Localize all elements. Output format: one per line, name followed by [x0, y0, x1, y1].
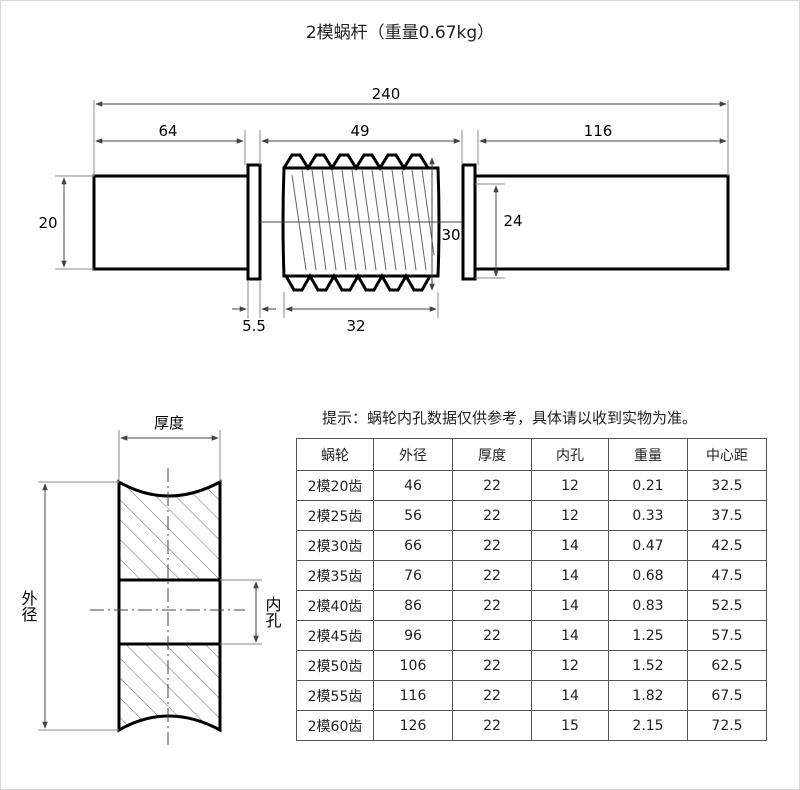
dim-shaft-dia-label: 20 [38, 214, 57, 232]
cell-thickness: 22 [452, 710, 532, 741]
table-row: 2模40齿 86 22 14 0.83 52.5 [296, 590, 767, 621]
dim-total-label: 240 [372, 85, 401, 103]
dim-middle-label: 49 [350, 122, 369, 140]
cell-thickness: 22 [452, 680, 532, 711]
cell-center-distance: 62.5 [687, 650, 767, 681]
cell-model: 2模55齿 [296, 680, 374, 711]
table-row: 2模35齿 76 22 14 0.68 47.5 [296, 560, 767, 591]
dim-root-dia-label: 24 [503, 212, 522, 230]
cell-weight: 1.25 [608, 620, 688, 651]
bore-label: 内孔 [263, 596, 282, 629]
worm-left-shaft [92, 174, 250, 271]
table-row: 2模45齿 96 22 14 1.25 57.5 [296, 620, 767, 651]
cell-outer-dia: 76 [373, 560, 453, 591]
cell-thickness: 22 [452, 620, 532, 651]
cell-weight: 0.83 [608, 590, 688, 621]
table-row: 2模30齿 66 22 14 0.47 42.5 [296, 530, 767, 561]
cell-model: 2模45齿 [296, 620, 374, 651]
cell-outer-dia: 66 [373, 530, 453, 561]
cell-center-distance: 67.5 [687, 680, 767, 711]
worm-drawing: 240 64 49 116 20 30 24 5.5 32 [38, 85, 730, 335]
cell-weight: 0.68 [608, 560, 688, 591]
cell-weight: 0.33 [608, 500, 688, 531]
page-title: 2模蜗杆（重量0.67kg） [305, 23, 495, 43]
cell-outer-dia: 126 [373, 710, 453, 741]
cell-outer-dia: 116 [373, 680, 453, 711]
cell-weight: 0.21 [608, 470, 688, 501]
cell-model: 2模35齿 [296, 560, 374, 591]
cell-weight: 1.52 [608, 650, 688, 681]
cell-bore: 14 [531, 680, 609, 711]
header-center-distance: 中心距 [687, 438, 767, 471]
cell-thickness: 22 [452, 470, 532, 501]
table-row: 2模20齿 46 22 12 0.21 32.5 [296, 470, 767, 501]
reference-note: 提示：蜗轮内孔数据仅供参考，具体请以收到实物为准。 [322, 409, 698, 427]
worm-wheel-spec-table: 蜗轮 外径 厚度 内孔 重量 中心距 2模20齿 46 22 12 0.21 3… [296, 438, 767, 741]
cell-bore: 15 [531, 710, 609, 741]
cell-center-distance: 42.5 [687, 530, 767, 561]
dim-left-label: 64 [158, 122, 177, 140]
cell-model: 2模25齿 [296, 500, 374, 531]
dim-outer-dia-label: 30 [441, 226, 460, 244]
table-row: 2模25齿 56 22 12 0.33 37.5 [296, 500, 767, 531]
cell-weight: 1.82 [608, 680, 688, 711]
cell-center-distance: 47.5 [687, 560, 767, 591]
cell-thickness: 22 [452, 650, 532, 681]
wheel-section [117, 479, 222, 733]
cell-outer-dia: 96 [373, 620, 453, 651]
cell-thickness: 22 [452, 500, 532, 531]
cell-center-distance: 57.5 [687, 620, 767, 651]
cell-center-distance: 72.5 [687, 710, 767, 741]
cell-weight: 2.15 [608, 710, 688, 741]
cell-outer-dia: 56 [373, 500, 453, 531]
cell-model: 2模40齿 [296, 590, 374, 621]
worm-right-shaft [468, 174, 730, 271]
header-outer-dia: 外径 [373, 438, 453, 471]
thickness-label: 厚度 [154, 414, 184, 432]
worm-right-collar [461, 163, 477, 281]
header-worm-wheel: 蜗轮 [296, 438, 374, 471]
table-row: 2模50齿 106 22 12 1.52 62.5 [296, 650, 767, 681]
table-row: 2模60齿 126 22 15 2.15 72.5 [296, 710, 767, 741]
cell-bore: 12 [531, 650, 609, 681]
cell-bore: 12 [531, 470, 609, 501]
cell-center-distance: 32.5 [687, 470, 767, 501]
cell-bore: 14 [531, 560, 609, 591]
cell-thickness: 22 [452, 560, 532, 591]
dim-right-label: 116 [584, 122, 613, 140]
cell-center-distance: 52.5 [687, 590, 767, 621]
cell-model: 2模30齿 [296, 530, 374, 561]
dim-collar-label: 5.5 [242, 317, 266, 335]
cell-outer-dia: 106 [373, 650, 453, 681]
dim-thread-label: 32 [346, 317, 365, 335]
header-bore: 内孔 [531, 438, 609, 471]
cell-thickness: 22 [452, 590, 532, 621]
cell-model: 2模20齿 [296, 470, 374, 501]
table-header-row: 蜗轮 外径 厚度 内孔 重量 中心距 [296, 438, 767, 471]
table-row: 2模55齿 116 22 14 1.82 67.5 [296, 680, 767, 711]
cell-bore: 14 [531, 620, 609, 651]
header-weight: 重量 [608, 438, 688, 471]
header-thickness: 厚度 [452, 438, 532, 471]
cell-model: 2模50齿 [296, 650, 374, 681]
wheel-outer-label: 外径 [19, 590, 38, 622]
cell-model: 2模60齿 [296, 710, 374, 741]
worm-wheel-drawing: 厚度 外径 内孔 [19, 414, 282, 745]
cell-outer-dia: 86 [373, 590, 453, 621]
cell-center-distance: 37.5 [687, 500, 767, 531]
cell-thickness: 22 [452, 530, 532, 561]
cell-bore: 14 [531, 590, 609, 621]
cell-bore: 14 [531, 530, 609, 561]
cell-outer-dia: 46 [373, 470, 453, 501]
cell-weight: 0.47 [608, 530, 688, 561]
worm-left-collar [246, 163, 262, 281]
cell-bore: 12 [531, 500, 609, 531]
